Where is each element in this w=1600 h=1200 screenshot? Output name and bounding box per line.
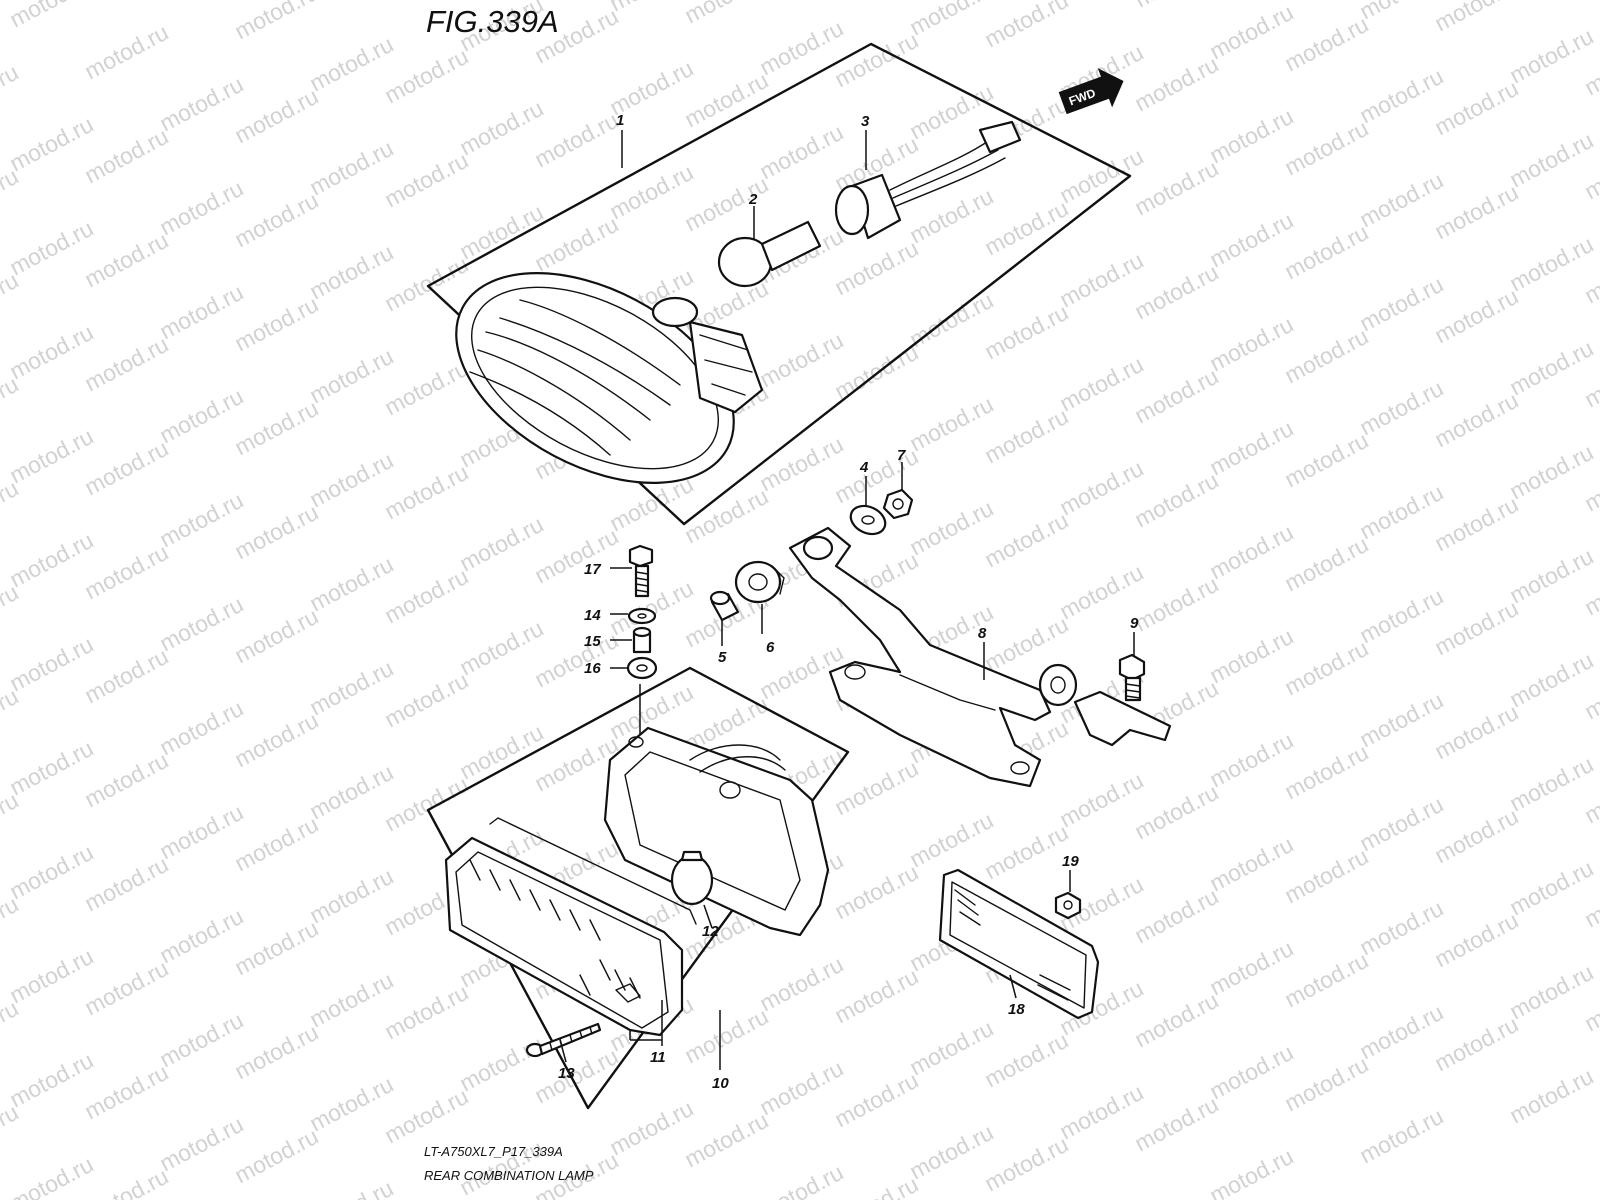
nut-19 — [1054, 891, 1082, 920]
bolt-9 — [1118, 653, 1146, 702]
callout-9: 9 — [1130, 615, 1139, 632]
callout-17: 17 — [584, 561, 601, 578]
callout-14: 14 — [584, 607, 601, 624]
watermark-text: motod.ru — [0, 59, 22, 125]
washer-4 — [849, 504, 887, 536]
watermark-text: motod.ru — [80, 19, 172, 85]
watermark-text: motod.ru — [305, 1175, 397, 1200]
callout-15: 15 — [584, 633, 601, 650]
lamp-base — [603, 726, 830, 937]
screw-13 — [525, 1022, 602, 1058]
callout-19: 19 — [1062, 853, 1079, 870]
watermark-text: motod.ru — [755, 1159, 847, 1200]
callout-2: 2 — [748, 191, 758, 208]
callout-1: 1 — [616, 112, 624, 129]
lower-group-outline — [426, 666, 850, 1110]
spacer-15 — [632, 626, 652, 654]
callout-10: 10 — [712, 1075, 729, 1092]
watermark-text: motod.ru — [1205, 1143, 1297, 1200]
grommet-6 — [734, 560, 785, 604]
callout-3: 3 — [861, 113, 870, 130]
callout-11: 11 — [650, 1049, 666, 1066]
callout-18: 18 — [1008, 1001, 1025, 1018]
bracket-8 — [788, 526, 1172, 788]
watermark-text: motod.ru — [680, 0, 772, 28]
bulb-2 — [717, 220, 822, 288]
watermark-text: motod.ru — [230, 0, 322, 44]
watermark-text: motod.ru — [1130, 0, 1222, 12]
assembly-name-caption: REAR COMBINATION LAMP — [424, 1168, 594, 1183]
figure-title: FIG.339A — [426, 4, 559, 39]
washer-14 — [627, 607, 657, 625]
bolt-17 — [628, 544, 654, 598]
tail-lamp-housing — [455, 272, 764, 484]
watermark-text: motod.ru — [980, 0, 1072, 52]
watermark-text: motod.ru — [5, 0, 97, 32]
leader-lines — [559, 130, 1135, 1070]
callout-4: 4 — [859, 459, 869, 476]
watermark-text: motod.ru — [1430, 0, 1522, 36]
bulb-12 — [670, 850, 714, 906]
lens-11 — [444, 817, 697, 1037]
callout-labels: 1 2 3 4 5 6 7 8 9 10 11 12 13 14 15 16 1… — [558, 112, 1139, 1092]
grommet-16 — [626, 656, 658, 680]
fwd-arrow-icon: FWD — [1058, 68, 1124, 115]
model-code-caption: LT-A750XL7_P17_339A — [424, 1144, 563, 1159]
watermark-text: motod.ru — [1355, 1103, 1447, 1169]
callout-8: 8 — [978, 625, 987, 642]
callout-5: 5 — [718, 649, 727, 666]
callout-6: 6 — [766, 639, 775, 656]
reflector-18 — [938, 868, 1100, 1020]
watermark-text: motod.ru — [830, 1171, 922, 1200]
callout-7: 7 — [897, 447, 906, 464]
callout-13: 13 — [558, 1065, 575, 1082]
callout-12: 12 — [702, 923, 719, 940]
socket-3 — [834, 120, 1022, 240]
callout-16: 16 — [584, 660, 601, 677]
watermark-text: motod.ru — [1505, 1063, 1597, 1129]
collar-5 — [709, 590, 740, 622]
nut-7 — [882, 488, 914, 520]
watermark-text: motod.ru — [5, 1151, 97, 1200]
